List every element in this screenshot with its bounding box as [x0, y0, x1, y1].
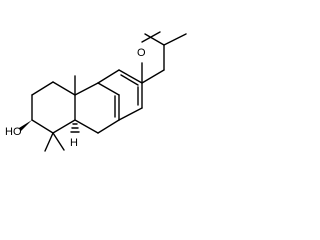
gem-dimethyl — [44, 132, 65, 152]
stereo-h-hashed-bond — [70, 123, 80, 133]
ring-b — [74, 82, 120, 134]
stereo-hydrogen-label: H — [70, 137, 78, 149]
methoxy-oxygen-label: O — [137, 47, 146, 59]
ring-a — [31, 81, 76, 134]
chemical-structure-diagram: O HO H — [5, 31, 187, 152]
isopropyl-group — [141, 33, 187, 84]
ring-c-aromatic — [97, 69, 143, 121]
hydroxyl-label: HO — [5, 126, 22, 138]
hydroxyl-wedge-bond — [19, 120, 32, 131]
